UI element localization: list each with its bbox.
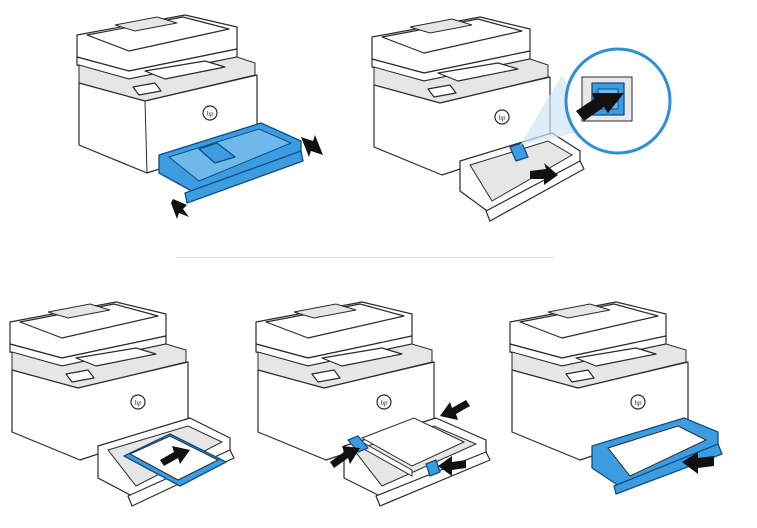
printer-illustration-5: hp [509, 301, 723, 495]
arrow-icon [301, 135, 323, 157]
step-1-pull-out-tray: hp [65, 5, 335, 230]
hp-logo-icon: hp [202, 105, 218, 121]
control-panel [132, 82, 162, 96]
arrow-icon [171, 199, 189, 219]
svg-text:hp: hp [207, 110, 215, 118]
width-guide-right [425, 459, 441, 477]
hp-logo-icon: hp [376, 394, 392, 410]
hp-logo-icon: hp [130, 394, 146, 410]
svg-text:hp: hp [635, 399, 643, 407]
step-5-push-tray-in: hp [504, 290, 754, 515]
step-4-adjust-guides: hp [250, 290, 500, 515]
paper-tray [158, 122, 304, 204]
printer-illustration-3: hp [9, 301, 235, 507]
printer-illustration-1: hp [76, 14, 323, 219]
printer-illustration-4: hp [255, 301, 491, 507]
hp-logo-icon: hp [494, 109, 510, 125]
hp-logo-icon: hp [630, 394, 646, 410]
arrow-icon [530, 163, 558, 185]
arrow-icon [160, 446, 190, 466]
arrow-icon [438, 456, 466, 476]
printer-illustration-2: hp [371, 16, 672, 222]
step-3-insert-paper: hp [4, 290, 244, 515]
width-guide [509, 142, 529, 162]
zoom-callout [564, 47, 672, 155]
svg-text:hp: hp [499, 114, 507, 122]
arrow-icon [682, 452, 714, 474]
arrow-icon [440, 400, 470, 420]
svg-text:hp: hp [381, 399, 389, 407]
step-2-slide-guides: hp [362, 5, 682, 230]
step-divider [176, 257, 554, 258]
arrow-icon [330, 446, 360, 468]
svg-text:hp: hp [135, 399, 143, 407]
